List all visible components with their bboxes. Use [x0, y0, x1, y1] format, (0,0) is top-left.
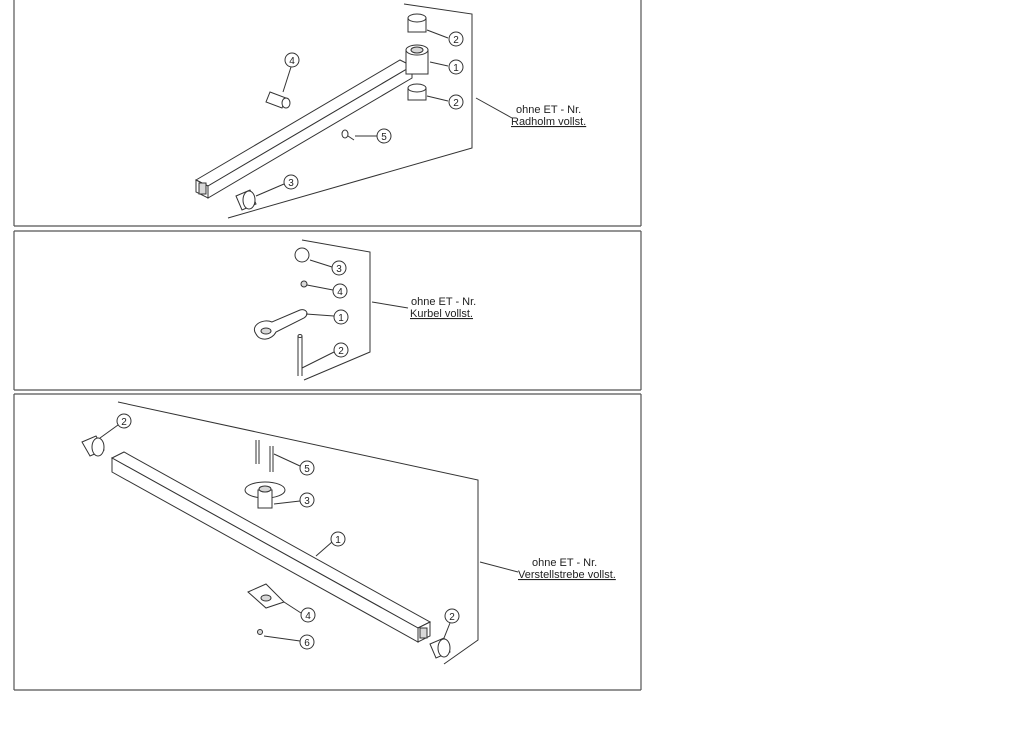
rod-part — [297, 334, 303, 376]
knob-part — [294, 247, 310, 263]
callout-5: 5 — [355, 128, 392, 144]
caption-kurbel-line1: ohne ET - Nr. — [411, 296, 476, 308]
callout-2: 2 — [301, 342, 349, 369]
callout-2-left: 2 — [99, 413, 132, 439]
svg-text:2: 2 — [453, 35, 459, 46]
square-tube-part — [194, 59, 414, 199]
svg-text:4: 4 — [289, 56, 295, 67]
caption-leader — [371, 301, 409, 309]
svg-text:5: 5 — [304, 464, 310, 475]
pin-part — [265, 91, 291, 109]
callout-2-bottom: 2 — [426, 94, 464, 110]
nut-part — [300, 280, 308, 288]
svg-text:1: 1 — [335, 535, 341, 546]
callout-4: 4 — [283, 601, 316, 623]
caption-kurbel-line2: Kurbel vollst. — [410, 308, 473, 320]
callout-1: 1 — [315, 531, 346, 557]
svg-text:2: 2 — [453, 98, 459, 109]
callout-1: 1 — [305, 309, 349, 325]
caption-verstellstrebe-line1: ohne ET - Nr. — [532, 557, 597, 569]
caption-verstellstrebe-line2: Verstellstrebe vollst. — [518, 569, 616, 581]
bushing-left-part — [81, 435, 105, 457]
svg-text:1: 1 — [453, 63, 459, 74]
caption-leader — [479, 561, 519, 573]
svg-text:4: 4 — [337, 287, 343, 298]
screw-part — [341, 129, 355, 141]
svg-text:2: 2 — [449, 612, 455, 623]
caption-leader — [475, 97, 513, 119]
callout-6: 6 — [263, 634, 315, 650]
callout-3: 3 — [273, 492, 315, 508]
socket-part — [405, 44, 429, 75]
callout-2-top: 2 — [426, 29, 464, 47]
bushing-right-part — [429, 637, 451, 659]
group-bracket — [301, 239, 371, 381]
svg-text:3: 3 — [336, 264, 342, 275]
callout-3: 3 — [309, 259, 347, 276]
svg-text:4: 4 — [305, 611, 311, 622]
group-bracket — [227, 3, 473, 219]
caption-radholm-line2: Radholm vollst. — [511, 116, 586, 128]
end-plug-part — [235, 189, 257, 211]
svg-text:2: 2 — [338, 346, 344, 357]
bushing-top-part — [407, 13, 427, 33]
plate-part — [247, 583, 285, 609]
long-tube-part — [110, 451, 432, 643]
caption-radholm-line1: ohne ET - Nr. — [516, 104, 581, 116]
callout-4: 4 — [306, 283, 348, 299]
section-radholm: 1 2 2 3 4 5 ohne ET - Nr. Radholm vo — [194, 3, 586, 219]
svg-text:3: 3 — [288, 178, 294, 189]
svg-text:1: 1 — [338, 313, 344, 324]
callout-3: 3 — [255, 174, 299, 197]
callout-2-right: 2 — [443, 608, 460, 639]
clamp-disc-part — [244, 481, 286, 509]
group-bracket — [117, 401, 479, 665]
screws-part — [255, 440, 274, 472]
svg-text:6: 6 — [304, 638, 310, 649]
panel-frames — [13, 0, 642, 691]
section-kurbel: 1 2 3 4 ohne ET - Nr. Kurbel vollst. — [254, 239, 476, 381]
svg-text:2: 2 — [121, 417, 127, 428]
nut-part — [257, 629, 263, 635]
callout-1: 1 — [429, 59, 464, 75]
bushing-bottom-part — [407, 83, 427, 101]
callout-4: 4 — [282, 52, 300, 93]
svg-text:5: 5 — [381, 132, 387, 143]
crank-arm-part — [254, 309, 308, 340]
section-verstellstrebe: 1 2 2 3 4 5 6 — [81, 401, 616, 665]
svg-text:3: 3 — [304, 496, 310, 507]
callout-5: 5 — [273, 453, 315, 476]
